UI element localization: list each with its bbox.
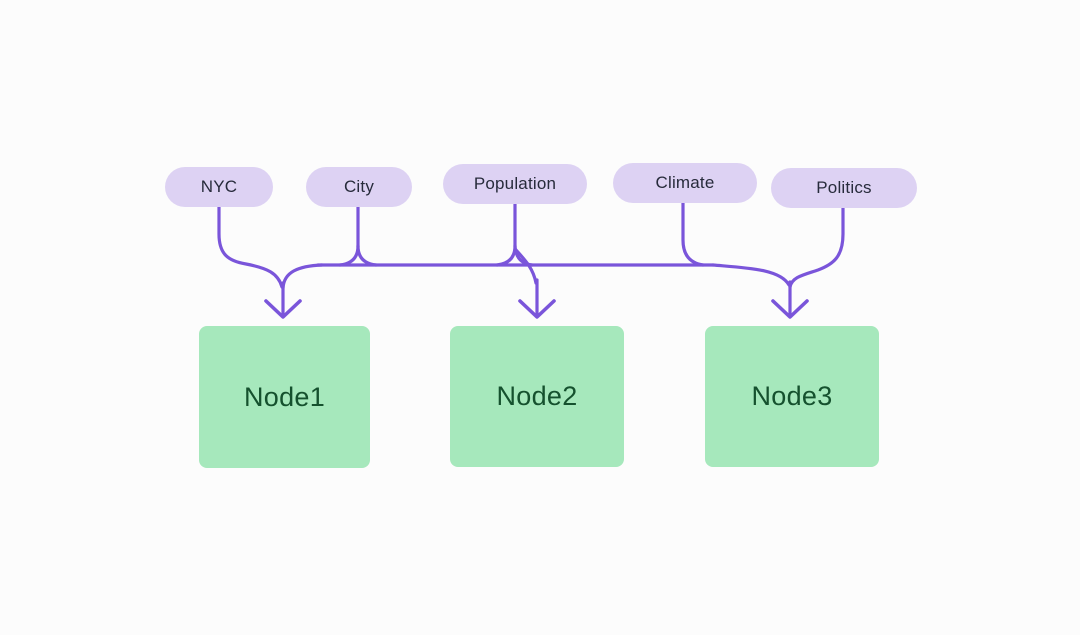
tag-pill-population: Population [443,164,587,204]
tag-pill-city: City [306,167,412,207]
connector-climate-stem [681,201,705,267]
node-box-node1: Node1 [199,326,370,468]
connector-population-branch-right [513,244,534,267]
connector-city-branch-right [356,244,378,267]
tag-pill-nyc: NYC [165,167,273,207]
tag-label: City [343,177,375,196]
connector-city-branch-left [338,244,360,267]
tag-label: NYC [200,177,238,196]
tag-label: Climate [655,173,715,192]
node-label: Node2 [496,381,578,411]
arrowhead-node1-icon [264,299,302,319]
node-label: Node1 [243,381,326,412]
tag-pill-politics: Politics [771,168,917,208]
node-box-node3: Node3 [705,326,879,467]
node-label: Node3 [751,381,833,411]
tag-label: Politics [816,178,872,197]
arrowhead-node2-icon [518,299,556,319]
connector-bus-right-end [711,263,791,287]
tag-label: Population [473,174,557,193]
connector-bus-left-end [281,263,324,290]
tag-pill-climate: Climate [613,163,757,203]
node-box-node2: Node2 [450,326,624,467]
connector-population-branch-left [495,244,517,267]
connector-nyc-to-node1 [217,205,284,289]
connector-population-to-node2 [514,248,538,285]
connector-politics-to-node3 [788,206,845,289]
arrowhead-node3-icon [771,299,809,319]
